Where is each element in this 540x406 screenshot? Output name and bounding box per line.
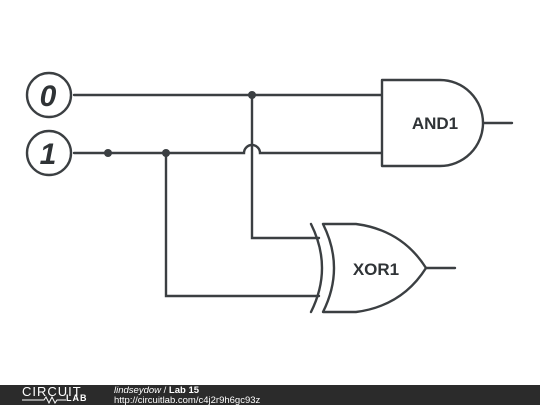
logo-word-circuit: CIRCUIT xyxy=(22,384,82,399)
circuit-url[interactable]: http://circuitlab.com/c4j2r9h6gc93z xyxy=(114,395,261,406)
junction-dot xyxy=(104,149,112,157)
junction-dot xyxy=(248,91,256,99)
wire-branch-to-xor-bottom xyxy=(164,151,321,298)
author-link[interactable]: lindseydow xyxy=(114,385,161,396)
and-gate[interactable]: AND1 xyxy=(380,78,485,168)
footer-info: lindseydow / Lab 15 http://circuitlab.co… xyxy=(114,386,260,406)
wire-branch-to-xor-top xyxy=(250,93,321,240)
xor-gate[interactable]: XOR1 xyxy=(309,222,428,314)
wires xyxy=(72,93,514,298)
input-node-label: 0 xyxy=(40,80,57,113)
resistor-icon xyxy=(22,396,66,404)
circuitlab-logo[interactable]: CIRCUIT LAB xyxy=(22,384,97,405)
and-gate-label: AND1 xyxy=(412,114,458,133)
input-node-0[interactable]: 0 xyxy=(25,71,73,119)
xor-gate-label: XOR1 xyxy=(353,260,399,279)
wire-input1-to-and xyxy=(72,143,384,155)
circuit-title: Lab 15 xyxy=(168,385,200,396)
junction-dot xyxy=(162,149,170,157)
input-node-1[interactable]: 1 xyxy=(25,129,73,177)
input-node-label: 1 xyxy=(40,138,57,171)
footer-bar: CIRCUIT LAB lindseydow / Lab 15 http://c… xyxy=(0,384,540,406)
xor-gate-back-curve xyxy=(309,222,324,314)
breadcrumb-separator: / xyxy=(161,385,169,396)
logo-word-lab: LAB xyxy=(66,393,88,403)
circuit-schematic: 0 1 AND1 XOR1 xyxy=(25,71,514,314)
